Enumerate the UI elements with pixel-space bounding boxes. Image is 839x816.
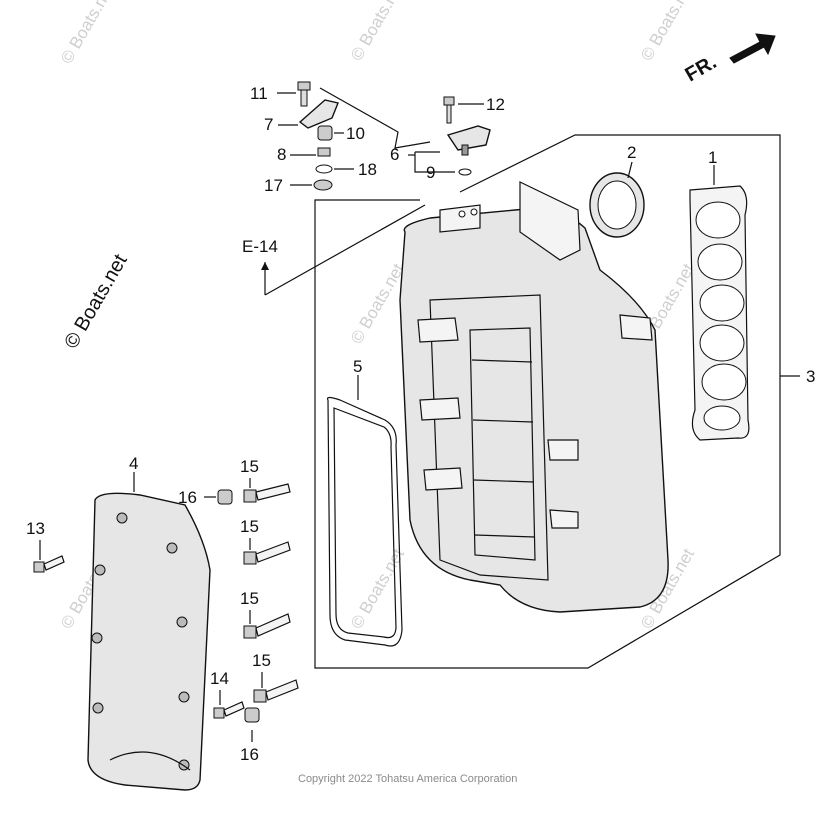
callout-15: 15 [240, 589, 259, 608]
nut-16 [217, 489, 233, 505]
bolt-15 [243, 613, 291, 639]
gasket-5 [326, 396, 403, 647]
bolt-12 [443, 96, 455, 124]
callout-7: 7 [264, 115, 273, 134]
sensor-6 [446, 125, 491, 156]
watermark: © Boats.net [347, 545, 408, 632]
bolt-15 [243, 483, 291, 503]
bolt-13 [33, 555, 65, 573]
washer-18 [315, 164, 333, 174]
bolt-15 [253, 679, 299, 703]
callout-10: 10 [346, 124, 365, 143]
callout-11: 11 [250, 84, 268, 103]
callout-5: 5 [353, 357, 362, 376]
callout-15: 15 [240, 517, 259, 536]
front-marker: FR. [682, 33, 776, 86]
collar-17 [313, 179, 333, 191]
front-arrow-icon [729, 33, 776, 64]
grommet-10 [317, 125, 333, 141]
reference-label: E-14 [242, 237, 278, 256]
watermark: © Boats.net [57, 0, 118, 67]
watermark-main: © Boats.net [60, 250, 132, 352]
watermark: © Boats.net [347, 260, 408, 347]
seal-ring-2 [589, 172, 645, 238]
callout-4: 4 [129, 454, 138, 473]
watermark: © Boats.net [637, 0, 698, 64]
callout-8: 8 [277, 145, 286, 164]
assembly-bracket-3 [314, 134, 800, 669]
reference-e14: E-14 [242, 204, 426, 296]
front-label: FR. [682, 51, 721, 86]
callout-14: 14 [210, 669, 229, 688]
bolt-15 [243, 541, 291, 565]
copyright-notice: Copyright 2022 Tohatsu America Corporati… [298, 773, 517, 785]
nut-16 [244, 707, 260, 723]
bolt-14 [213, 701, 245, 719]
gasket-1 [689, 185, 750, 441]
callout-18: 18 [358, 160, 377, 179]
callout-3: 3 [806, 367, 815, 386]
nut-8 [317, 147, 331, 157]
intake-manifold [399, 181, 669, 613]
washer-9 [458, 168, 472, 176]
callout-9: 9 [426, 163, 435, 182]
callout-17: 17 [264, 176, 283, 195]
callout-2: 2 [627, 143, 636, 162]
callouts: 1 2 3 4 5 6 7 8 9 10 11 12 13 14 15 15 1… [26, 84, 815, 764]
callout-16: 16 [178, 488, 197, 507]
watermark: © Boats.net [347, 0, 408, 64]
callout-15: 15 [240, 457, 259, 476]
bolt-11 [297, 81, 311, 107]
callout-15: 15 [252, 651, 271, 670]
callout-12: 12 [486, 95, 505, 114]
leader-lines [39, 92, 715, 742]
bracket-7 [298, 99, 339, 129]
callout-13: 13 [26, 519, 45, 538]
cover-plate-4 [87, 492, 211, 791]
callout-6: 6 [390, 145, 399, 164]
callout-1: 1 [708, 148, 717, 167]
callout-16: 16 [240, 745, 259, 764]
